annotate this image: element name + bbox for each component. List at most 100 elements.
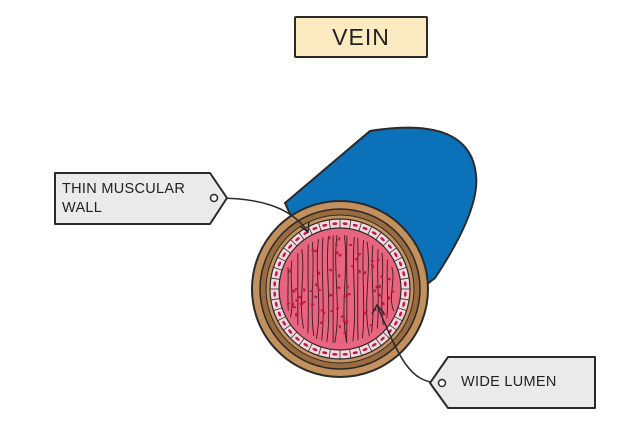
- cell-nucleus: [332, 352, 338, 356]
- cell-nucleus: [277, 311, 282, 317]
- lumen-strand: [366, 241, 370, 337]
- wall-label-line1: THIN MUSCULAR: [62, 181, 186, 197]
- cell-nucleus: [295, 336, 300, 341]
- blood-cell: [365, 308, 368, 313]
- blood-cell: [387, 296, 391, 300]
- blood-cell: [346, 285, 349, 289]
- lumen-label-text: WIDE LUMEN: [461, 374, 557, 390]
- blood-cell: [302, 300, 306, 304]
- cell-nucleus: [394, 252, 398, 258]
- blood-cell: [294, 288, 298, 291]
- cell-divider: [382, 331, 390, 339]
- lumen-strand: [315, 239, 320, 339]
- cell-nucleus: [277, 261, 282, 267]
- cell-divider: [367, 343, 373, 352]
- cell-nucleus: [371, 343, 377, 347]
- cell-divider: [270, 277, 280, 280]
- cell-nucleus: [398, 311, 403, 317]
- blood-cell: [317, 271, 321, 275]
- blood-cell: [354, 257, 359, 261]
- cell-divider: [394, 316, 403, 322]
- blood-cell: [338, 273, 341, 278]
- wall-leader-line: [215, 197, 309, 233]
- blood-cell: [344, 321, 347, 325]
- blood-cell: [363, 270, 367, 275]
- lumen-strand: [334, 235, 338, 344]
- blood-cell: [375, 285, 379, 289]
- cell-nucleus: [352, 351, 358, 355]
- cell-divider: [389, 247, 397, 254]
- blood-cell: [378, 293, 382, 297]
- cell-divider: [400, 298, 410, 301]
- cell-divider: [382, 239, 390, 247]
- blood-cell: [330, 294, 334, 297]
- cell-divider: [317, 346, 322, 356]
- cell-nucleus: [274, 271, 278, 277]
- cell-nucleus: [332, 222, 338, 226]
- wall-tag-hole: [209, 193, 219, 203]
- cell-divider: [367, 226, 373, 235]
- blood-cell: [319, 321, 324, 324]
- blood-cell: [314, 283, 318, 287]
- blood-cell: [387, 277, 391, 281]
- endothelial-cells: [270, 219, 410, 359]
- blood-cell: [295, 312, 298, 317]
- cell-nucleus: [402, 301, 406, 307]
- blood-cell: [286, 302, 290, 305]
- blood-cells: [286, 236, 395, 335]
- cell-nucleus: [362, 226, 368, 231]
- cell-nucleus: [380, 336, 385, 341]
- wall-label-tag: [54, 172, 228, 225]
- cell-nucleus: [403, 281, 407, 287]
- cell-nucleus: [295, 237, 300, 242]
- cell-nucleus: [274, 301, 278, 307]
- cell-divider: [397, 266, 407, 271]
- blood-cell: [292, 305, 297, 309]
- lumen-strand: [300, 249, 305, 329]
- cell-divider: [290, 239, 298, 247]
- lumen-strands: [287, 235, 395, 344]
- cell-divider: [328, 349, 331, 359]
- wall-leader-arrow: [299, 221, 310, 234]
- cell-nucleus: [402, 271, 406, 277]
- blood-cell: [369, 324, 374, 327]
- cell-nucleus: [352, 223, 358, 227]
- blood-cell: [295, 299, 299, 302]
- cell-divider: [298, 338, 305, 346]
- cell-divider: [358, 346, 363, 356]
- cell-nucleus: [312, 347, 318, 352]
- cell-divider: [283, 247, 291, 254]
- blood-cell: [334, 242, 338, 246]
- cell-divider: [317, 222, 322, 232]
- cell-divider: [389, 324, 397, 331]
- blood-cell: [310, 303, 315, 306]
- cell-nucleus: [303, 231, 309, 235]
- lumen-tag-hole: [437, 378, 447, 388]
- blood-cell: [357, 253, 361, 256]
- blood-cell: [337, 237, 341, 241]
- title-box: VEIN: [294, 16, 428, 58]
- blood-cell: [309, 289, 314, 293]
- cell-divider: [277, 316, 286, 322]
- blood-cell: [328, 268, 333, 272]
- blood-cell: [340, 315, 344, 319]
- blood-cell: [317, 288, 322, 291]
- cell-nucleus: [282, 252, 286, 258]
- blood-cell: [350, 265, 355, 268]
- cell-divider: [270, 298, 280, 301]
- cell-divider: [394, 256, 403, 262]
- blood-cell: [382, 301, 385, 306]
- cell-divider: [307, 343, 313, 352]
- blood-cell: [322, 311, 326, 315]
- blood-cell: [292, 289, 296, 293]
- blood-cell: [382, 313, 386, 316]
- blood-cell: [338, 324, 342, 329]
- cell-nucleus: [403, 291, 407, 297]
- blood-cell: [391, 289, 395, 294]
- cell-nucleus: [342, 352, 348, 356]
- cell-nucleus: [322, 351, 328, 355]
- lumen-strand: [290, 260, 293, 318]
- blood-cell: [328, 236, 331, 240]
- blood-cell: [343, 331, 347, 335]
